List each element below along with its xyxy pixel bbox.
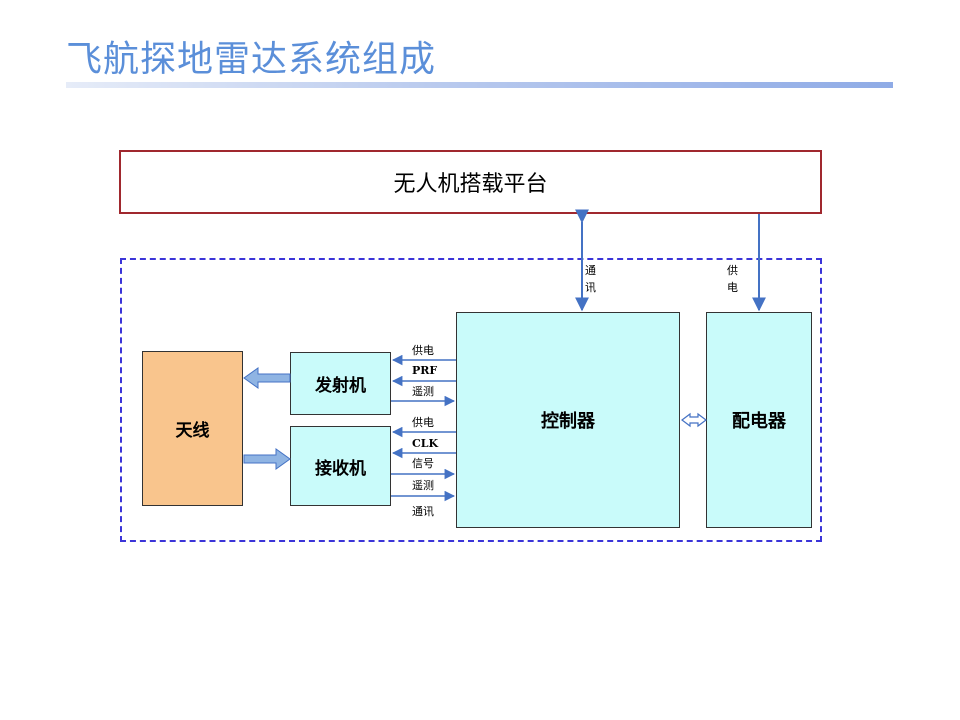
transmitter-box: 发射机 <box>290 352 391 415</box>
controller-box: 控制器 <box>456 312 680 528</box>
slide-title: 飞航探地雷达系统组成 <box>66 39 437 80</box>
tx-signal-label: 供电 <box>412 344 434 357</box>
power-link-label: 供电 <box>727 264 738 294</box>
title-underline <box>66 82 893 88</box>
rx-signal-label: 通讯 <box>412 505 434 518</box>
tx-signal-label: PRF <box>412 364 438 377</box>
tx-signal-label: 遥测 <box>412 385 434 398</box>
rx-signal-label: 信号 <box>412 457 434 470</box>
rx-signal-label: CLK <box>412 437 439 450</box>
ctrl-pdu-link <box>681 412 707 428</box>
rx-signal-label: 遥测 <box>412 479 434 492</box>
radar-system-group <box>120 258 822 542</box>
power-distributor-box: 配电器 <box>706 312 812 528</box>
rx-signal-label: 供电 <box>412 416 434 429</box>
tx-to-antenna-arrow <box>243 367 291 389</box>
antenna-box: 天线 <box>142 351 243 506</box>
comm-link-label: 通讯 <box>585 264 596 294</box>
receiver-box: 接收机 <box>290 426 391 506</box>
antenna-to-rx-arrow <box>243 448 291 470</box>
platform-box: 无人机搭载平台 <box>119 150 822 214</box>
